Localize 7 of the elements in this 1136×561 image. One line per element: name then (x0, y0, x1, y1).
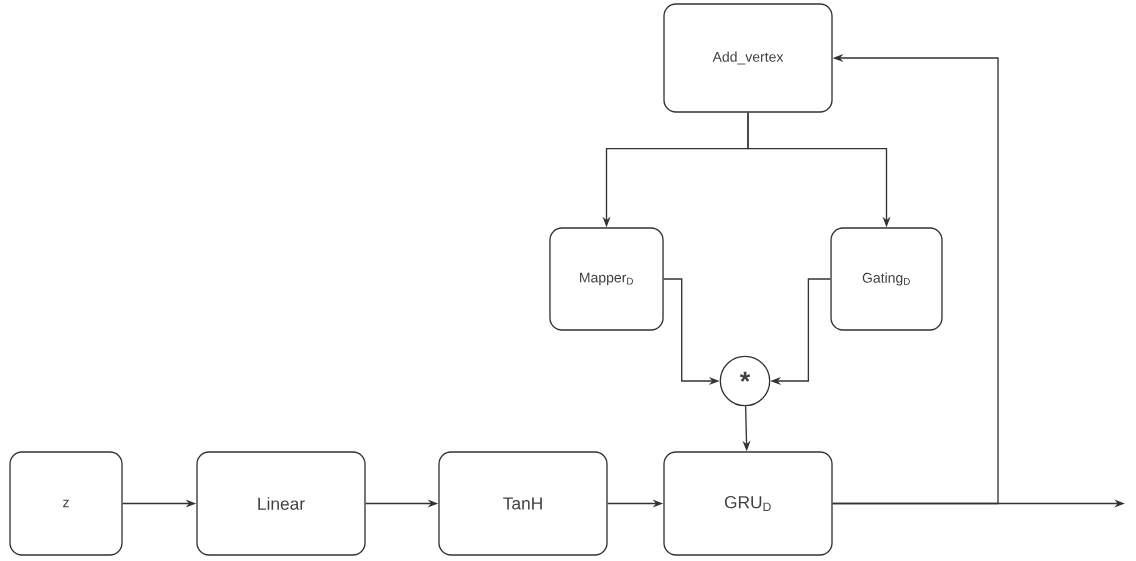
process-box: Linear (196, 451, 366, 556)
process-box: TanH (438, 451, 608, 556)
input-box: z (9, 451, 123, 556)
process-box: GRU$_{D}$ (663, 451, 833, 556)
process-box: Gating$_{D}$ (830, 227, 943, 331)
process-box: Add_vertex (663, 3, 833, 113)
process-box: Mapper$_{D}$ (549, 227, 664, 331)
